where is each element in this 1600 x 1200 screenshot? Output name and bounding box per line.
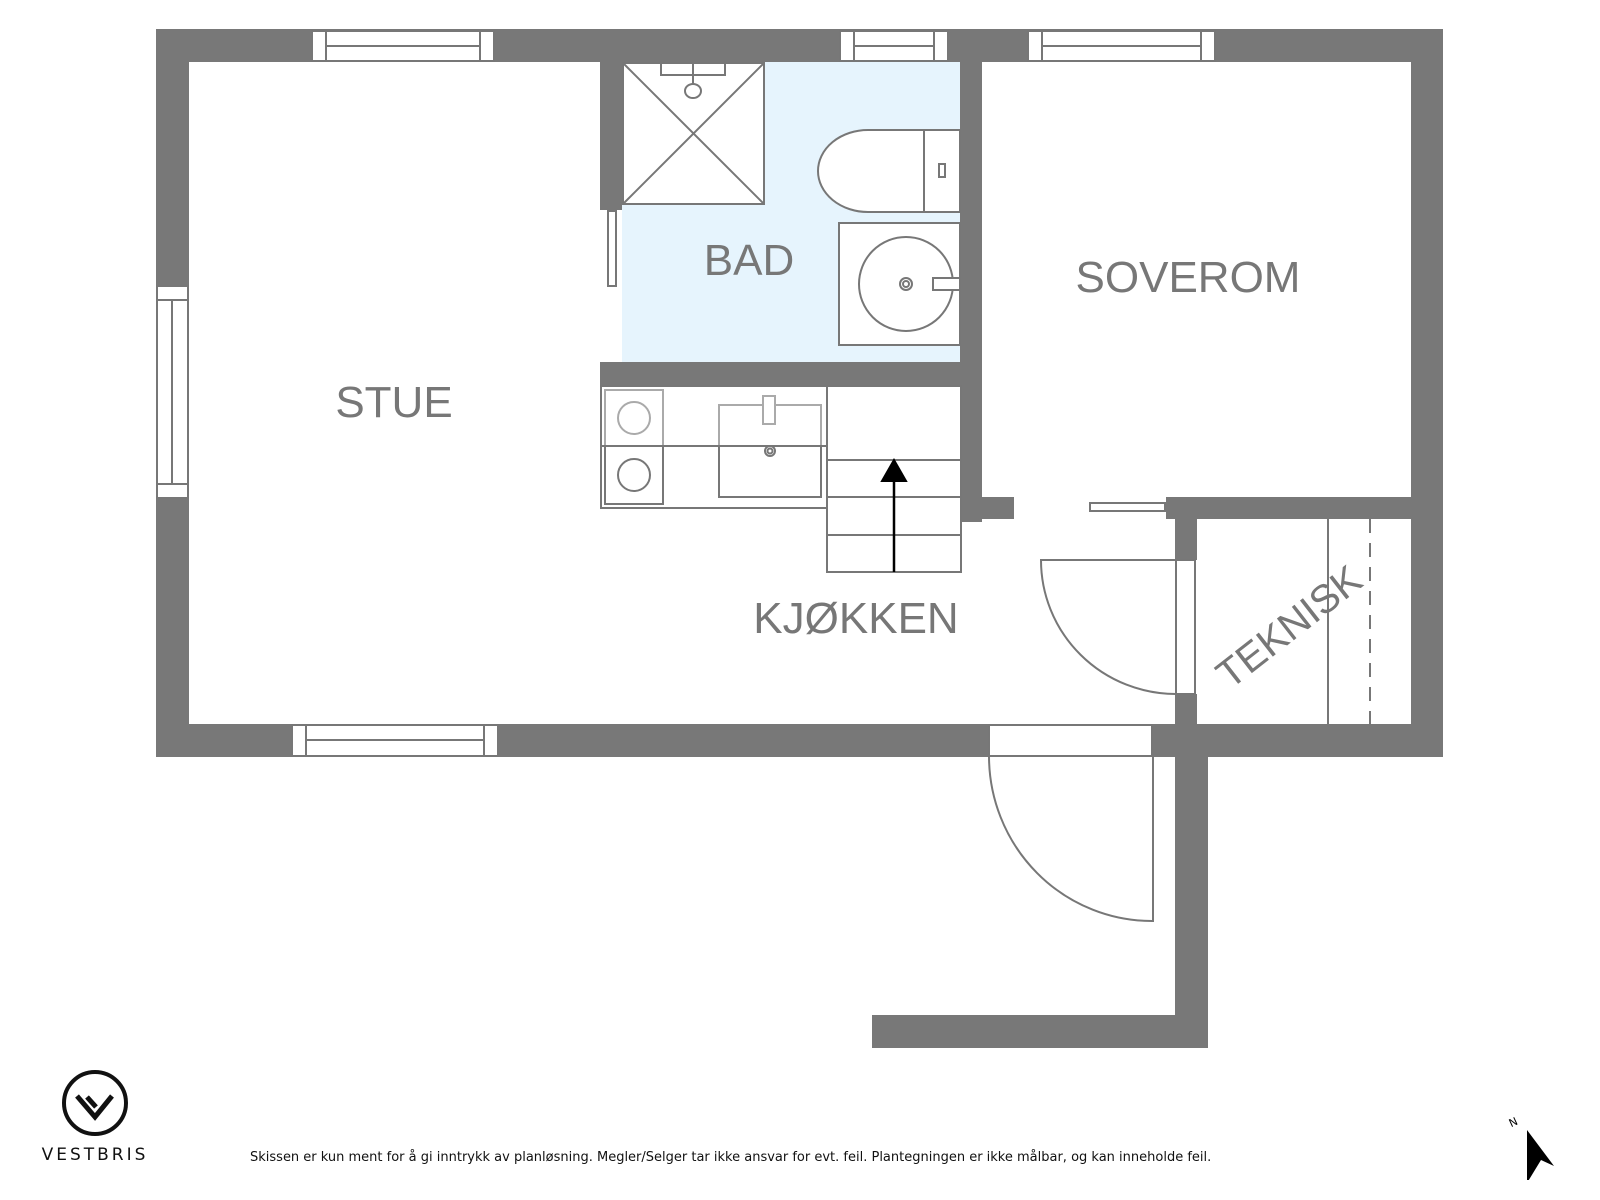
room-label-soverom: SOVEROM — [1076, 253, 1301, 302]
walls — [156, 29, 1443, 1048]
room-label-bad: BAD — [704, 236, 794, 285]
disclaimer-text: Skissen er kun ment for å gi inntrykk av… — [250, 1150, 1212, 1165]
compass-label: N — [1507, 1115, 1520, 1130]
stairs — [826, 385, 962, 573]
room-label-teknisk: TEKNISK — [1208, 557, 1370, 697]
brand-logo: VESTBRIS — [30, 1068, 160, 1165]
vestbris-logo-icon — [62, 1070, 128, 1136]
teknisk-door — [1039, 559, 1196, 696]
entry-door — [988, 724, 1154, 923]
room-label-kjokken: KJØKKEN — [753, 594, 958, 643]
teknisk-fixtures — [1327, 519, 1371, 724]
shower — [622, 62, 765, 205]
bedroom-sliding-door — [1014, 497, 1166, 519]
bathroom-sliding-door — [607, 210, 617, 287]
washbasin — [838, 222, 961, 346]
brand-name: VESTBRIS — [41, 1145, 149, 1165]
compass: N — [1505, 1110, 1555, 1183]
north-arrow-icon: N — [1507, 1115, 1554, 1183]
windows — [156, 30, 1216, 757]
toilet — [817, 129, 961, 213]
kitchen-counter — [600, 385, 828, 509]
room-label-stue: STUE — [335, 378, 452, 427]
